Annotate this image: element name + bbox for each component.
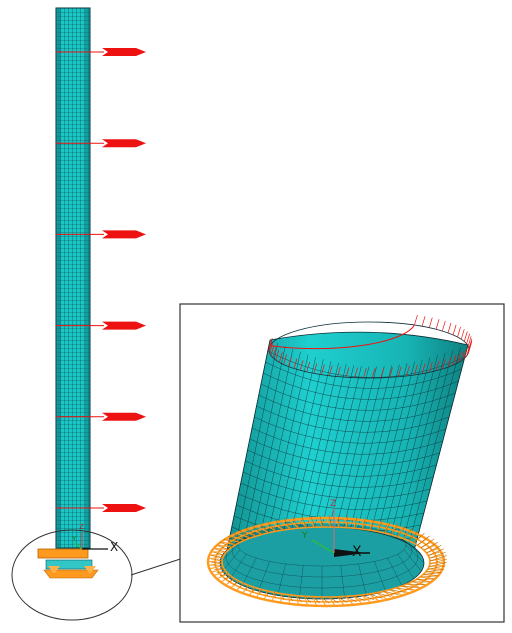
- triad-x-label: X: [110, 540, 118, 554]
- load-arrow-head: [102, 413, 146, 421]
- base-support-bar: [38, 549, 88, 558]
- load-arrow-head: [102, 139, 146, 147]
- column-body: [56, 8, 90, 548]
- constraint-strut: [281, 594, 282, 603]
- constraint-strut: [362, 520, 363, 529]
- zoom-triad-x-label: X: [352, 544, 362, 560]
- zoom-triad-z-label: Z: [330, 499, 336, 509]
- column-mesh: [56, 8, 90, 548]
- column-shadow-right: [85, 8, 90, 548]
- load-arrow-head: [102, 322, 146, 330]
- load-arrow-head: [102, 230, 146, 238]
- column-shadow-left: [56, 8, 61, 548]
- load-arrow-head: [102, 48, 146, 56]
- triad-z-label: Z: [79, 523, 84, 531]
- load-arrow-head: [102, 504, 146, 512]
- triad-y-label: Y: [71, 535, 77, 543]
- zoom-triad-y-label: Y: [301, 531, 308, 541]
